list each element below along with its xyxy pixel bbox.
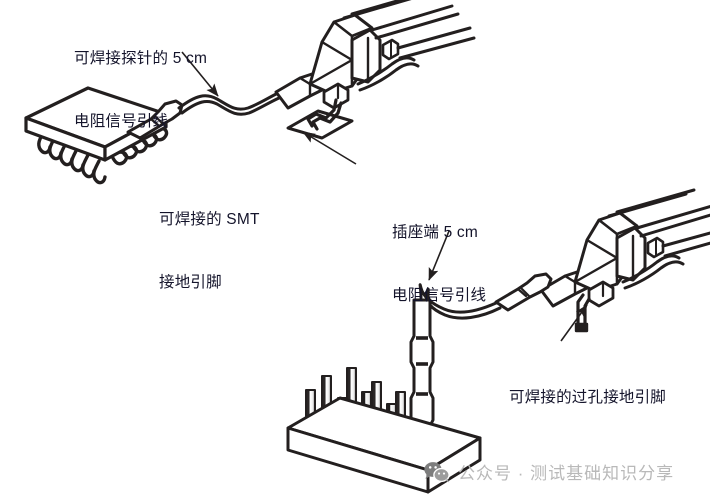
annotation-via-ground: 可焊接的过孔接地引脚 <box>509 345 666 450</box>
annotation-via-ground-line-1: 可焊接的过孔接地引脚 <box>509 389 667 406</box>
annotation-probe-lead-line-1: 可焊接探针的 5 cm <box>74 50 208 67</box>
probe-head-adapter-top <box>274 0 476 110</box>
leader-via-ground <box>560 304 588 342</box>
leader-socket-lead <box>428 230 450 281</box>
via-ground-pin <box>574 293 591 333</box>
annotation-smt-ground-line-1: 可焊接的 SMT <box>159 211 260 228</box>
leader-lines <box>181 51 588 342</box>
annotation-socket-lead: 插座端 5 cm 电阻信号引线 <box>392 180 486 348</box>
annotation-socket-lead-line-1: 插座端 5 cm <box>392 224 478 241</box>
annotation-probe-lead-line-2: 电阻信号引线 <box>74 113 169 130</box>
watermark-text: 公众号 · 测试基础知识分享 <box>458 464 675 483</box>
leader-probe-lead <box>181 51 219 97</box>
watermark: 公众号 · 测试基础知识分享 <box>424 459 674 484</box>
annotation-probe-lead: 可焊接探针的 5 cm 电阻信号引线 <box>74 6 207 174</box>
probe-head-adapter-bottom <box>539 188 710 308</box>
wechat-logo-icon <box>424 461 450 482</box>
resistive-signal-lead-top <box>177 91 281 116</box>
pin-header-block <box>286 367 482 494</box>
leader-smt-ground <box>302 131 357 165</box>
annotation-socket-lead-line-2: 电阻信号引线 <box>392 287 487 304</box>
annotation-smt-ground-line-2: 接地引脚 <box>159 274 222 291</box>
annotation-smt-ground: 可焊接的 SMT 接地引脚 <box>159 167 260 335</box>
probe-tip-barrel-bottom <box>494 272 553 312</box>
smt-ground-pad <box>286 98 354 140</box>
